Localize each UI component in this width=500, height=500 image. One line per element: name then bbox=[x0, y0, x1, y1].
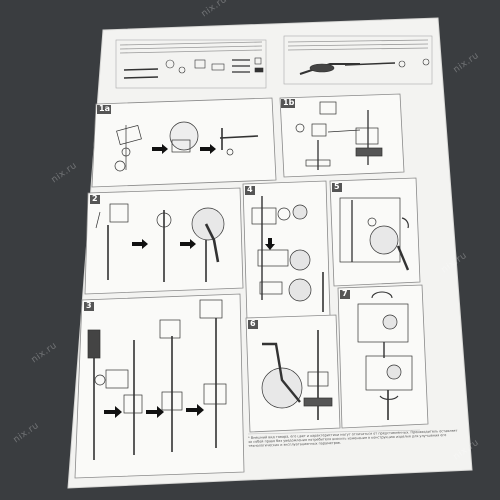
step-label-2: 2 bbox=[92, 194, 98, 203]
panel-step-4 bbox=[242, 180, 331, 321]
footnote-rule bbox=[247, 429, 421, 435]
panel-step-2 bbox=[84, 187, 244, 295]
parts-legend bbox=[115, 35, 433, 89]
panel-step-7 bbox=[337, 284, 429, 429]
step-label-1b: 1b bbox=[283, 98, 295, 107]
step-label-3: 3 bbox=[86, 301, 92, 310]
step-label-1a: 1a bbox=[99, 104, 110, 113]
step-label-5: 5 bbox=[334, 182, 340, 191]
panel-step-1b bbox=[279, 93, 405, 178]
panel-step-1a bbox=[91, 97, 277, 188]
panel-step-3 bbox=[74, 293, 245, 479]
step-label-4: 4 bbox=[247, 185, 253, 194]
panel-step-6 bbox=[245, 314, 341, 433]
step-label-7: 7 bbox=[342, 289, 348, 298]
panel-step-5 bbox=[329, 177, 421, 287]
step-label-6: 6 bbox=[250, 319, 256, 328]
